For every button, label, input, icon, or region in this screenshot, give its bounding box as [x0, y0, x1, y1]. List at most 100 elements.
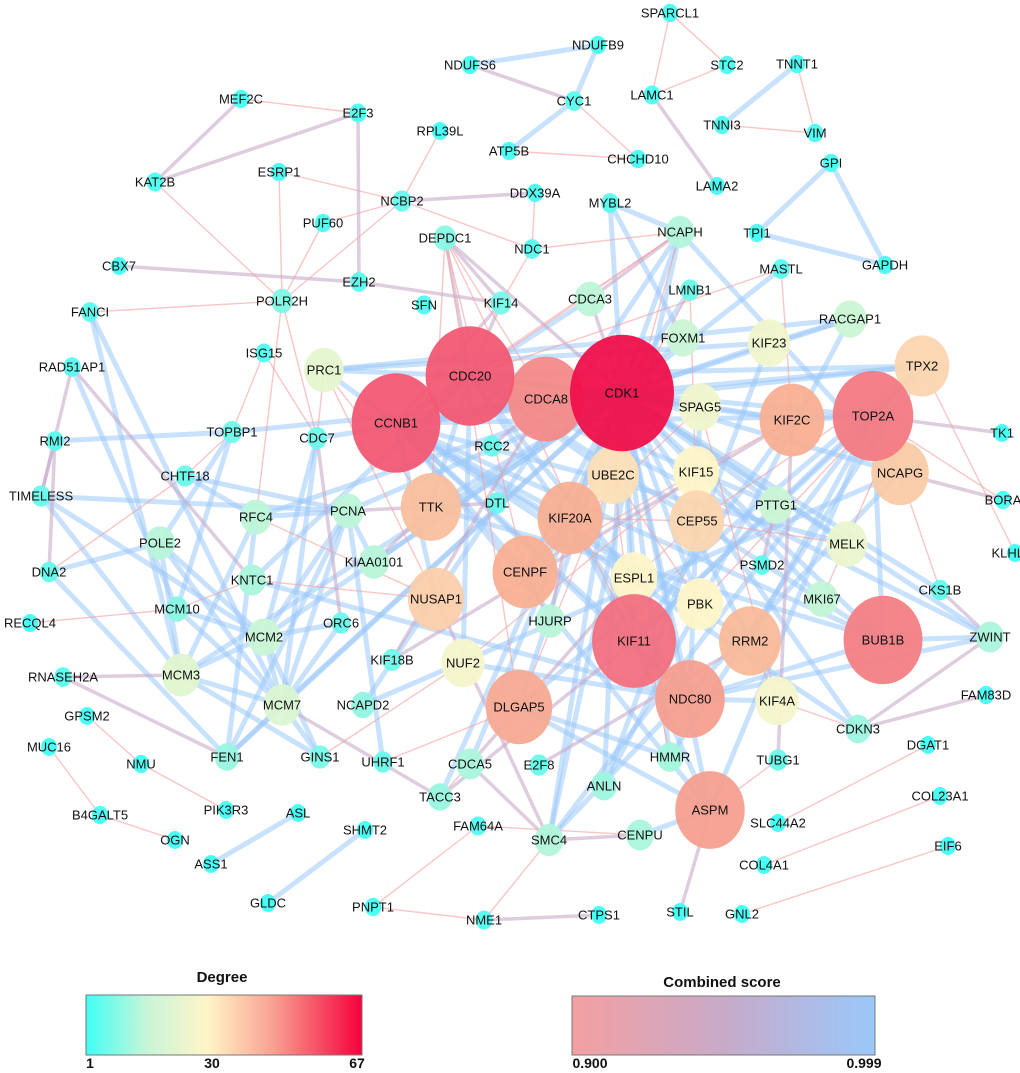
node-eif6[interactable]: EIF6 — [934, 837, 962, 855]
node-top2a[interactable]: TOP2A — [832, 370, 914, 462]
node-fam83d[interactable]: FAM83D — [961, 685, 1012, 705]
node-circle[interactable] — [770, 814, 786, 832]
node-circle[interactable] — [214, 743, 240, 771]
node-nme1[interactable]: NME1 — [466, 910, 502, 930]
node-gapdh[interactable]: GAPDH — [862, 255, 908, 275]
node-circle[interactable] — [425, 326, 515, 426]
node-circle[interactable] — [747, 319, 791, 367]
node-circle[interactable] — [669, 490, 725, 552]
node-circle[interactable] — [247, 618, 281, 656]
node-ncapd2[interactable]: NCAPD2 — [337, 691, 390, 719]
node-circle[interactable] — [768, 749, 788, 771]
node-ctps1[interactable]: CTPS1 — [578, 906, 620, 924]
node-circle[interactable] — [666, 319, 700, 357]
node-circle[interactable] — [976, 621, 1004, 653]
node-cdk1[interactable]: CDK1 — [570, 334, 674, 452]
node-circle[interactable] — [427, 783, 453, 811]
node-tnnt1[interactable]: TNNT1 — [776, 54, 818, 74]
node-circle[interactable] — [629, 149, 647, 169]
node-circle[interactable] — [487, 492, 507, 514]
node-circle[interactable] — [1007, 544, 1020, 562]
node-circle[interactable] — [63, 357, 81, 377]
node-foxm1[interactable]: FOXM1 — [661, 319, 706, 357]
node-fanci[interactable]: FANCI — [71, 302, 109, 322]
node-circle[interactable] — [357, 821, 373, 839]
node-lamc1[interactable]: LAMC1 — [630, 85, 674, 105]
node-circle[interactable] — [240, 499, 272, 535]
node-pik3r3[interactable]: PIK3R3 — [204, 801, 249, 819]
node-circle[interactable] — [461, 55, 479, 75]
node-kif15[interactable]: KIF15 — [672, 446, 720, 498]
node-tk1[interactable]: TK1 — [990, 424, 1014, 442]
node-kif4a[interactable]: KIF4A — [755, 676, 799, 726]
node-rrm2[interactable]: RRM2 — [719, 606, 781, 676]
node-ttk[interactable]: TTK — [400, 473, 462, 541]
node-circle[interactable] — [167, 831, 183, 849]
node-b4galt5[interactable]: B4GALT5 — [72, 805, 128, 825]
node-kif23[interactable]: KIF23 — [747, 319, 791, 367]
node-rmi2[interactable]: RMI2 — [39, 431, 71, 451]
node-circle[interactable] — [591, 906, 607, 924]
node-circle[interactable] — [719, 606, 781, 676]
node-sfn[interactable]: SFN — [411, 295, 437, 315]
node-circle[interactable] — [930, 579, 950, 601]
node-mybl2[interactable]: MYBL2 — [589, 193, 632, 213]
node-gins1[interactable]: GINS1 — [300, 745, 340, 769]
node-fam64a[interactable]: FAM64A — [453, 816, 503, 836]
node-kif11[interactable]: KIF11 — [592, 594, 676, 688]
node-zwint[interactable]: ZWINT — [969, 621, 1011, 653]
node-depdc1[interactable]: DEPDC1 — [419, 225, 472, 251]
node-circle[interactable] — [350, 272, 368, 292]
node-ndufb9[interactable]: NDUFB9 — [572, 35, 624, 55]
node-ezh2[interactable]: EZH2 — [342, 272, 376, 292]
node-slc44a2[interactable]: SLC44A2 — [750, 814, 806, 832]
node-circle[interactable] — [304, 347, 344, 393]
node-prc1[interactable]: PRC1 — [304, 347, 344, 393]
node-circle[interactable] — [843, 595, 923, 685]
node-circle[interactable] — [672, 446, 720, 498]
node-circle[interactable] — [734, 905, 750, 923]
node-circle[interactable] — [709, 177, 725, 195]
node-circle[interactable] — [665, 215, 695, 249]
node-circle[interactable] — [661, 3, 679, 23]
node-circle[interactable] — [415, 295, 433, 315]
node-ogn[interactable]: OGN — [160, 831, 190, 849]
node-circle[interactable] — [469, 816, 487, 836]
node-col23a1[interactable]: COL23A1 — [911, 787, 969, 805]
node-circle[interactable] — [626, 819, 654, 851]
node-cdca8[interactable]: CDCA8 — [508, 356, 584, 442]
node-circle[interactable] — [485, 669, 553, 745]
node-stil[interactable]: STIL — [666, 903, 694, 921]
node-circle[interactable] — [826, 521, 868, 567]
node-circle[interactable] — [382, 648, 402, 672]
node-cdca3[interactable]: CDCA3 — [568, 281, 612, 317]
node-rnaseh2a[interactable]: RNASEH2A — [28, 667, 98, 687]
node-e2f8[interactable]: E2F8 — [523, 754, 555, 776]
node-kif18b[interactable]: KIF18B — [370, 648, 414, 672]
node-puf60[interactable]: PUF60 — [303, 213, 343, 233]
node-circle[interactable] — [492, 535, 558, 609]
node-circle[interactable] — [81, 302, 99, 322]
node-kntc1[interactable]: KNTC1 — [231, 564, 274, 596]
node-circle[interactable] — [54, 667, 72, 687]
node-circle[interactable] — [165, 596, 189, 622]
node-circle[interactable] — [718, 55, 736, 75]
node-circle[interactable] — [364, 897, 382, 917]
node-circle[interactable] — [111, 257, 127, 275]
node-polr2h[interactable]: POLR2H — [256, 288, 308, 314]
node-atp5b[interactable]: ATP5B — [489, 141, 529, 161]
node-pttg1[interactable]: PTTG1 — [755, 486, 797, 524]
node-circle[interactable] — [456, 748, 484, 780]
node-mef2c[interactable]: MEF2C — [219, 89, 263, 109]
node-circle[interactable] — [482, 435, 502, 457]
node-mcm10[interactable]: MCM10 — [154, 596, 200, 622]
node-circle[interactable] — [46, 431, 64, 451]
node-circle[interactable] — [349, 103, 367, 123]
node-circle[interactable] — [537, 481, 603, 555]
node-melk[interactable]: MELK — [826, 521, 868, 567]
node-circle[interactable] — [678, 383, 722, 431]
node-circle[interactable] — [932, 787, 948, 805]
node-mcm3[interactable]: MCM3 — [161, 653, 201, 697]
node-circle[interactable] — [263, 684, 301, 726]
node-smc4[interactable]: SMC4 — [531, 823, 567, 857]
